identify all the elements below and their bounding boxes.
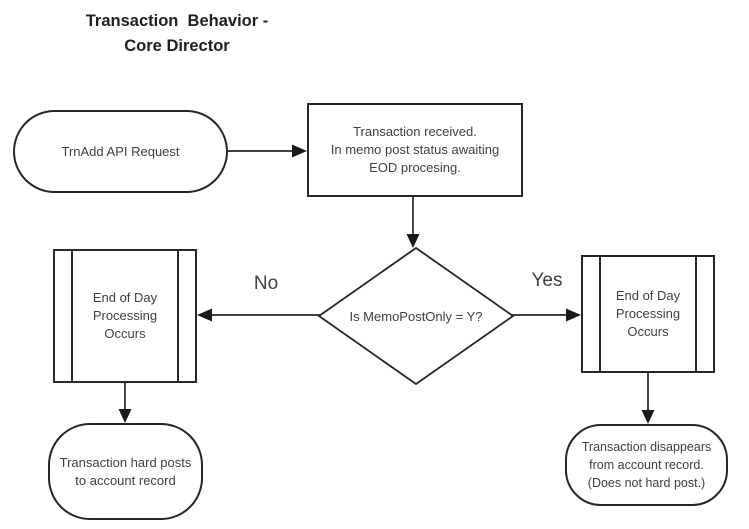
diagram-title: Transaction Behavior - Core Director [85,12,269,55]
edge-label-no: No [253,273,279,294]
node-hardpost-label: Transaction hard posts to account record [59,454,192,488]
edge-decision-to-eod-right-yes [512,308,581,322]
edge-start-to-received [228,144,307,158]
edge-decision-to-eod-left-no [197,308,320,322]
node-disappear-terminator: Transaction disappears from account reco… [565,424,728,506]
node-eod-right-label: End of Day Processing Occurs [615,288,681,339]
node-received-process: Transaction received. In memo post statu… [307,103,523,197]
node-eod-left-predefined-process: End of Day Processing Occurs [53,249,197,383]
node-eod-left-label: End of Day Processing Occurs [92,290,158,341]
node-eod-right-predefined-process: End of Day Processing Occurs [581,255,715,373]
edge-label-yes: Yes [531,270,563,291]
node-decision-label: Is MemoPostOnly = Y? [349,308,483,324]
node-start-label: TrnAdd API Request [61,143,180,159]
edge-eod-left-to-hardpost [118,383,132,423]
decision-diamond-shape [317,246,515,386]
node-decision: Is MemoPostOnly = Y? [318,248,514,384]
node-disappear-label: Transaction disappears from account reco… [581,440,712,490]
edge-eod-right-to-disappear [641,373,655,424]
node-start-terminator: TrnAdd API Request [13,110,228,193]
node-hardpost-terminator: Transaction hard posts to account record [48,423,203,520]
node-received-label: Transaction received. In memo post statu… [330,124,500,175]
edge-received-to-decision [406,197,420,248]
